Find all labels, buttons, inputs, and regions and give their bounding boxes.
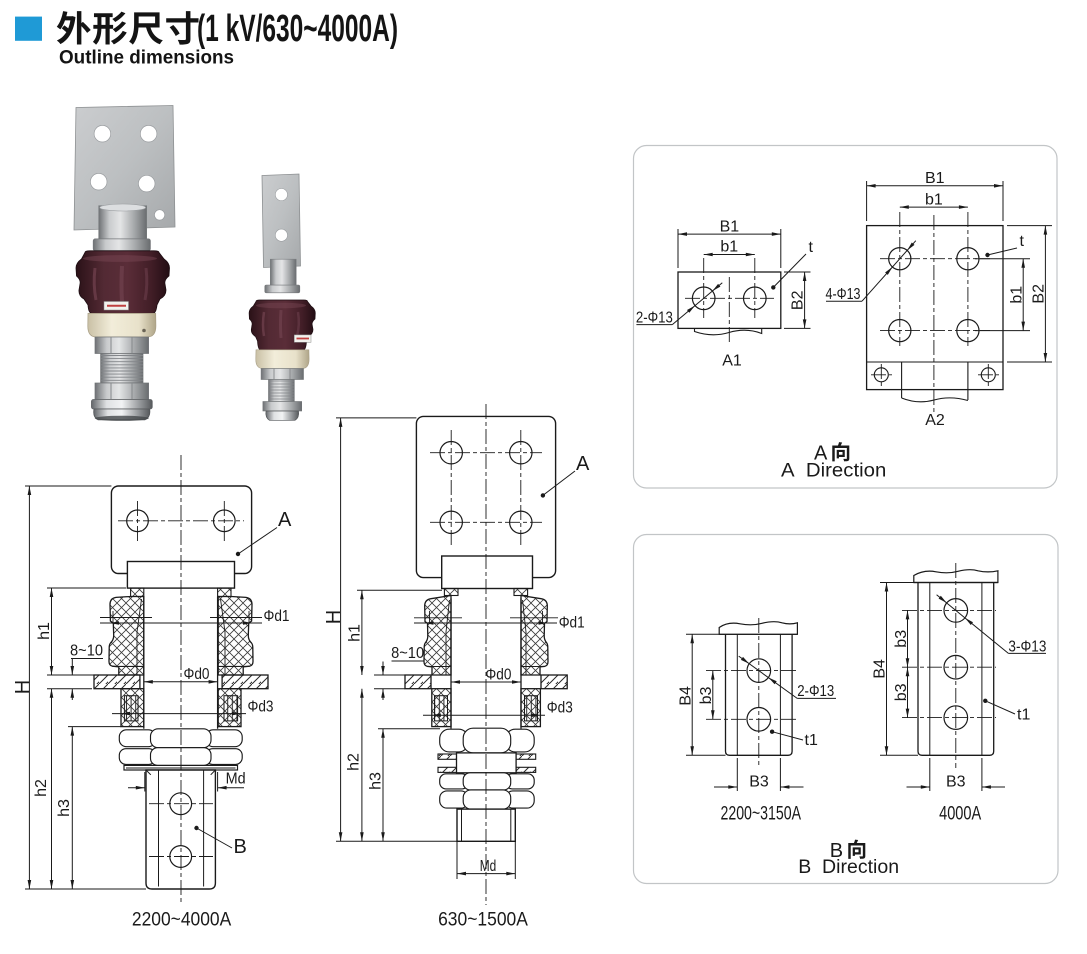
- svg-text:4000A: 4000A: [939, 804, 981, 825]
- svg-text:B3: B3: [946, 773, 966, 790]
- svg-text:t: t: [1020, 233, 1025, 250]
- svg-text:Φd3: Φd3: [547, 700, 573, 717]
- svg-text:2200~3150A: 2200~3150A: [721, 804, 802, 825]
- svg-text:b3: b3: [698, 687, 715, 705]
- svg-text:t1: t1: [1017, 707, 1030, 724]
- svg-text:B2: B2: [1031, 284, 1048, 304]
- svg-text:b3: b3: [893, 683, 910, 701]
- svg-text:Outline dimensions: Outline dimensions: [59, 47, 234, 69]
- svg-text:Φd1: Φd1: [264, 608, 290, 625]
- svg-text:h1: h1: [347, 624, 364, 642]
- svg-text:Φd1: Φd1: [559, 615, 585, 632]
- svg-text:b1: b1: [720, 239, 738, 256]
- svg-text:2-Φ13: 2-Φ13: [797, 683, 834, 700]
- svg-text:2-Φ13: 2-Φ13: [636, 310, 673, 327]
- svg-text:b1: b1: [925, 191, 943, 208]
- svg-text:8~10: 8~10: [391, 645, 424, 662]
- svg-text:8~10: 8~10: [70, 643, 103, 660]
- svg-text:H: H: [323, 610, 345, 624]
- svg-text:2200~4000A: 2200~4000A: [132, 909, 231, 931]
- svg-text:A: A: [576, 453, 590, 475]
- svg-text:h3: h3: [56, 799, 73, 817]
- svg-text:B1: B1: [720, 219, 740, 236]
- svg-text:H: H: [12, 680, 34, 694]
- svg-text:B: B: [830, 840, 843, 862]
- svg-text:B2: B2: [790, 290, 807, 310]
- svg-text:Φd3: Φd3: [248, 699, 274, 716]
- svg-text:B1: B1: [925, 170, 945, 187]
- svg-text:B4: B4: [872, 659, 889, 679]
- svg-text:A Direction: A Direction: [781, 460, 886, 482]
- svg-text:A1: A1: [722, 353, 742, 370]
- svg-text:(1 kV/630~4000A): (1 kV/630~4000A): [197, 8, 398, 50]
- svg-text:Md: Md: [480, 858, 497, 875]
- svg-text:A: A: [814, 443, 828, 465]
- svg-text:Φd0: Φd0: [184, 666, 210, 683]
- svg-text:h2: h2: [33, 779, 50, 797]
- svg-text:h3: h3: [368, 772, 385, 790]
- svg-text:h1: h1: [36, 622, 53, 640]
- svg-text:4-Φ13: 4-Φ13: [826, 286, 861, 303]
- svg-text:630~1500A: 630~1500A: [438, 909, 528, 931]
- svg-text:b3: b3: [893, 630, 910, 648]
- svg-text:B3: B3: [749, 773, 769, 790]
- svg-text:Md: Md: [226, 771, 246, 788]
- svg-text:b1: b1: [1009, 286, 1026, 304]
- svg-text:Φd0: Φd0: [485, 667, 511, 684]
- svg-text:A: A: [278, 509, 292, 531]
- svg-text:B Direction: B Direction: [798, 856, 899, 878]
- svg-text:3-Φ13: 3-Φ13: [1008, 638, 1046, 655]
- svg-text:B4: B4: [677, 686, 694, 706]
- svg-text:h2: h2: [346, 753, 363, 771]
- svg-text:B: B: [234, 836, 247, 858]
- svg-text:t1: t1: [805, 732, 818, 749]
- svg-text:A2: A2: [925, 412, 945, 429]
- svg-text:t: t: [809, 239, 814, 256]
